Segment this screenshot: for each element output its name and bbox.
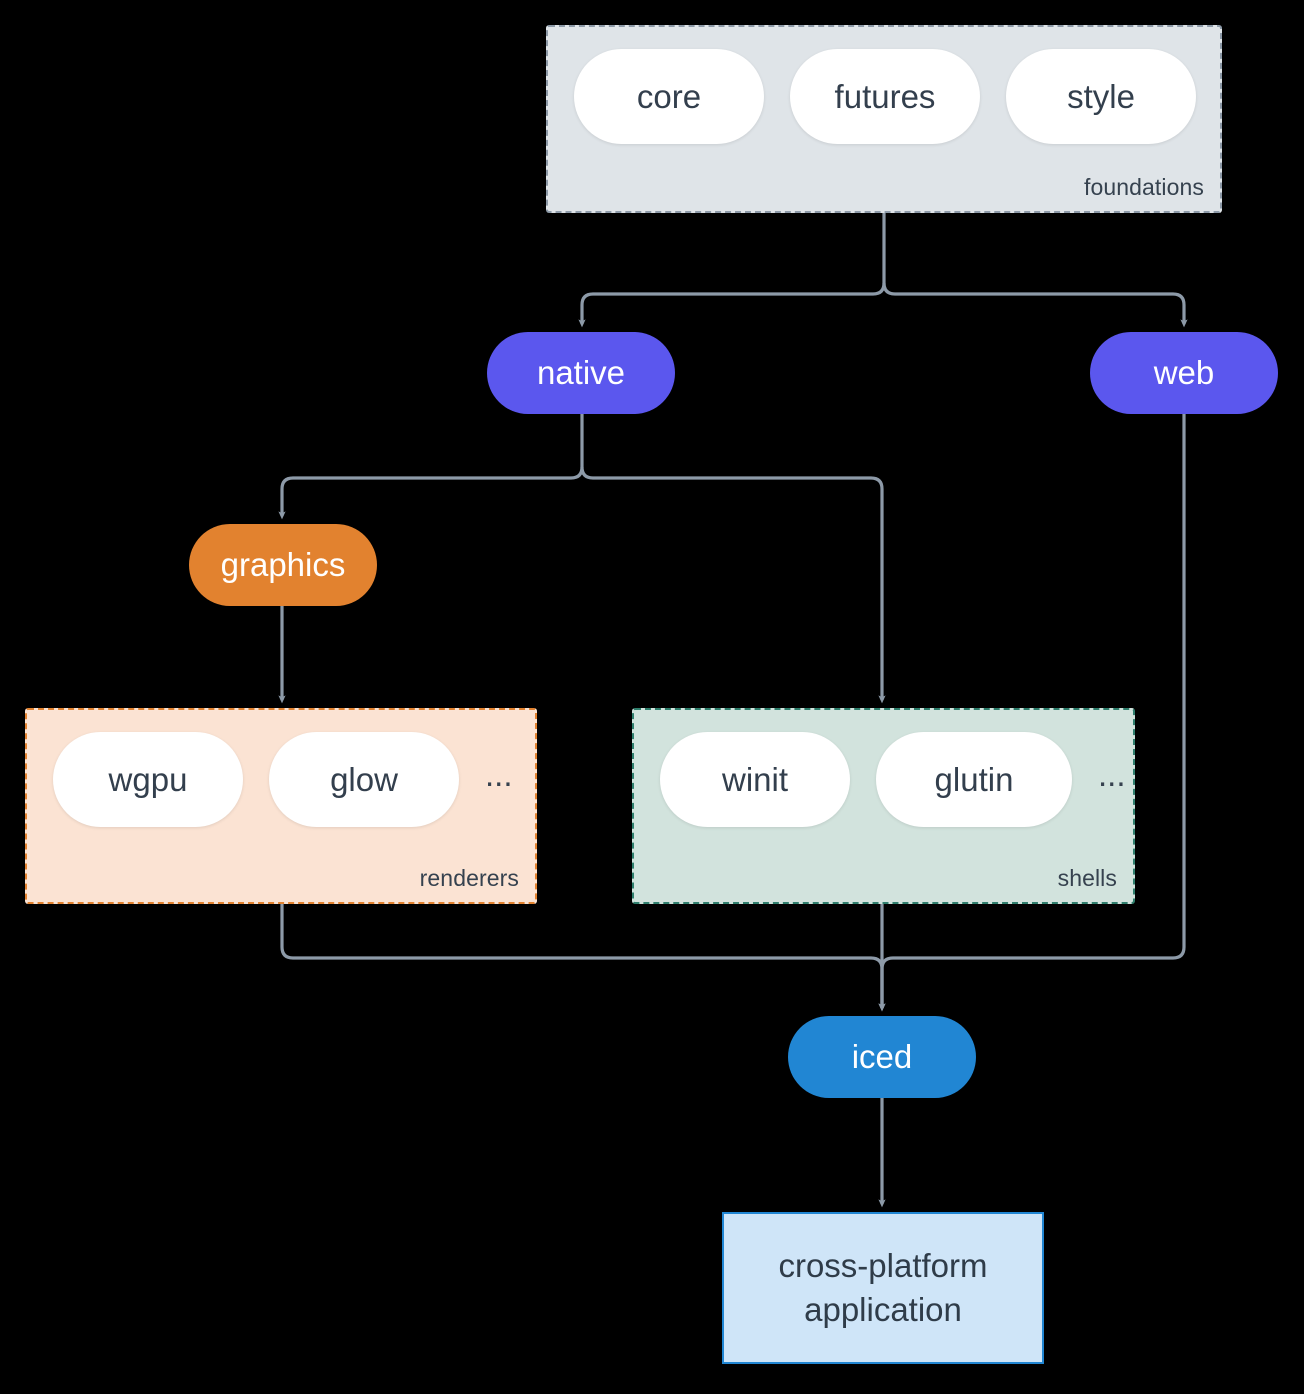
node-glutin[interactable]: glutin: [876, 732, 1072, 827]
group-foundations: core futures style foundations: [546, 25, 1222, 213]
node-iced[interactable]: iced: [788, 1016, 976, 1098]
group-label-renderers: renderers: [419, 865, 519, 891]
group-renderers: wgpu glow ... renderers: [25, 708, 537, 904]
node-core[interactable]: core: [574, 49, 764, 144]
group-shells: winit glutin ... shells: [632, 708, 1135, 904]
edge-renderers-iced: [280, 904, 886, 1012]
edge-native-graphics: [278, 414, 584, 520]
shells-more-ellipsis: ...: [1098, 756, 1126, 793]
node-glow[interactable]: glow: [269, 732, 459, 827]
node-winit[interactable]: winit: [660, 732, 850, 827]
node-futures[interactable]: futures: [790, 49, 980, 144]
renderers-items: wgpu glow ...: [53, 732, 513, 827]
edge-foundations-web: [882, 282, 1188, 328]
node-wgpu[interactable]: wgpu: [53, 732, 243, 827]
node-cross-platform-application[interactable]: cross-platform application: [722, 1212, 1044, 1364]
group-label-shells: shells: [1057, 865, 1117, 891]
node-graphics[interactable]: graphics: [189, 524, 377, 606]
node-style[interactable]: style: [1006, 49, 1196, 144]
edge-foundations-native: [578, 213, 886, 328]
renderers-more-ellipsis: ...: [485, 756, 513, 793]
application-line-1: cross-platform: [778, 1247, 988, 1285]
edge-native-shells: [580, 466, 886, 704]
node-native[interactable]: native: [487, 332, 675, 414]
application-line-2: application: [804, 1291, 962, 1328]
shells-items: winit glutin ...: [660, 732, 1126, 827]
group-label-foundations: foundations: [1083, 174, 1204, 200]
node-web[interactable]: web: [1090, 332, 1278, 414]
foundations-items: core futures style: [574, 49, 1196, 144]
